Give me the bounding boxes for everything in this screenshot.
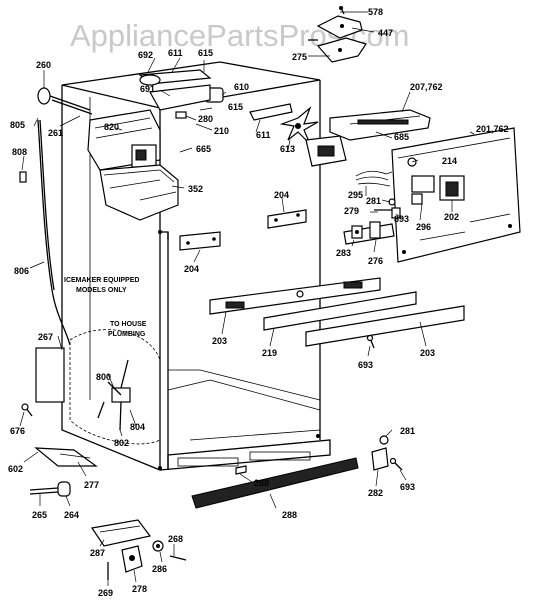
label-214: 214 <box>442 156 457 166</box>
label-207-762: 207,762 <box>410 82 443 92</box>
label-610: 610 <box>234 82 249 92</box>
label-261: 261 <box>48 128 63 138</box>
label-693-bottom: 693 <box>400 482 415 492</box>
rear-panel <box>35 347 65 403</box>
label-279: 279 <box>344 206 359 216</box>
label-691: 691 <box>140 84 155 94</box>
thermostat-bracket <box>343 221 395 245</box>
fill-tube <box>37 119 71 346</box>
icemaker-note-line1: ICEMAKER EQUIPPED <box>64 277 139 284</box>
icemaker-note-line2: MODELS ONLY <box>76 287 127 294</box>
label-202: 202 <box>444 212 459 222</box>
label-665: 665 <box>196 144 211 154</box>
label-210: 210 <box>214 126 229 136</box>
label-295: 295 <box>348 190 363 200</box>
label-804: 804 <box>130 422 145 432</box>
label-219: 219 <box>262 348 277 358</box>
label-287: 287 <box>90 548 105 558</box>
label-693-mid: 693 <box>358 360 373 370</box>
label-808: 808 <box>12 147 27 157</box>
label-352: 352 <box>188 184 203 194</box>
label-277: 277 <box>84 480 99 490</box>
label-276: 276 <box>368 256 383 266</box>
label-288-upper: 288 <box>254 478 269 488</box>
label-613: 613 <box>280 144 295 154</box>
wire-harness <box>355 170 393 177</box>
label-685: 685 <box>394 132 409 142</box>
label-820: 820 <box>104 122 119 132</box>
icemaker-assembly <box>87 109 179 221</box>
label-802: 802 <box>114 438 129 448</box>
grommet <box>19 171 27 183</box>
mullion-parts <box>209 277 465 347</box>
evaporator-shroud <box>305 109 431 167</box>
label-615-mid: 615 <box>228 102 243 112</box>
label-296: 296 <box>416 222 431 232</box>
roller-bracket-set <box>90 519 187 580</box>
label-268: 268 <box>168 534 183 544</box>
rail-brackets <box>179 209 307 251</box>
plumbing-area <box>69 329 161 445</box>
evaporator-fan-assembly <box>138 69 319 145</box>
control-panel <box>391 127 521 263</box>
label-264: 264 <box>64 510 79 520</box>
roller-axle <box>29 481 71 497</box>
label-611-mid: 611 <box>256 130 271 140</box>
label-602: 602 <box>8 464 23 474</box>
part-labels: 578 447 275 260 692 611 615 691 610 805 … <box>8 7 509 598</box>
label-203-right: 203 <box>420 348 435 358</box>
label-692: 692 <box>138 50 153 60</box>
label-265: 265 <box>32 510 47 520</box>
label-283: 283 <box>336 248 351 258</box>
label-260: 260 <box>36 60 51 70</box>
label-893: 893 <box>394 214 409 224</box>
label-286: 286 <box>152 564 167 574</box>
leader-lines <box>19 11 475 586</box>
plumbing-note-line1: TO HOUSE <box>110 321 147 328</box>
label-615-top: 615 <box>198 48 213 58</box>
label-281-bottom: 281 <box>400 426 415 436</box>
label-204-left: 204 <box>184 264 199 274</box>
label-806: 806 <box>14 266 29 276</box>
label-611-top: 611 <box>168 48 183 58</box>
label-275: 275 <box>292 52 307 62</box>
label-447: 447 <box>378 28 393 38</box>
label-288-lower: 288 <box>282 510 297 520</box>
leveling-leg-right <box>371 435 403 471</box>
water-valve-top <box>37 87 93 115</box>
label-269: 269 <box>98 588 113 598</box>
label-278: 278 <box>132 584 147 594</box>
label-282: 282 <box>368 488 383 498</box>
label-676: 676 <box>10 426 25 436</box>
base-rail <box>34 447 98 467</box>
label-280: 280 <box>198 114 213 124</box>
label-800: 800 <box>96 372 111 382</box>
label-281-top: 281 <box>366 196 381 206</box>
label-201-762: 201,762 <box>476 124 509 134</box>
label-203-left: 203 <box>212 336 227 346</box>
label-267: 267 <box>38 332 53 342</box>
toe-grille <box>191 457 359 509</box>
label-204-right: 204 <box>274 190 289 200</box>
label-805: 805 <box>10 120 25 130</box>
plumbing-note-line2: PLUMBING <box>108 331 146 338</box>
label-578: 578 <box>368 7 383 17</box>
